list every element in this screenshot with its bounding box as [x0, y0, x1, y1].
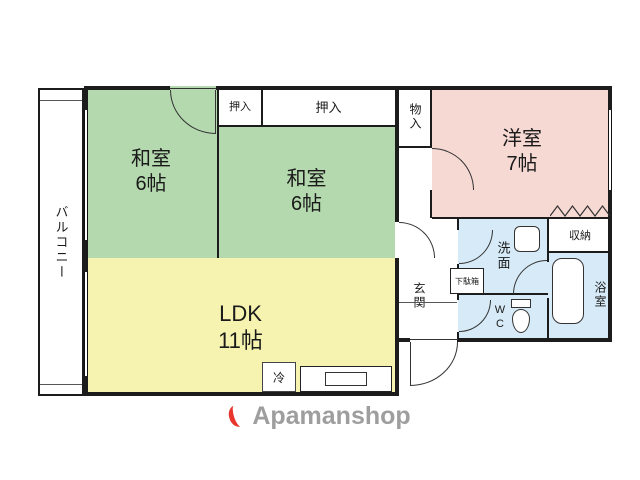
door-threshold-line [410, 339, 458, 340]
wall-segment [458, 293, 548, 295]
wall-segment [84, 86, 88, 110]
room-yoshitsu: 洋室 7帖 [432, 86, 612, 218]
brand-logo: Apamanshop [200, 397, 440, 435]
closet-oshiire-2: 押入 [262, 86, 395, 126]
wall-segment [608, 190, 612, 342]
toilet-icon [510, 299, 532, 335]
oshiire-1-label: 押入 [229, 101, 251, 113]
yokushitsu-label: 浴室 [593, 281, 607, 309]
wall-segment [547, 298, 549, 342]
washitsu-2-name-label: 和室 [286, 168, 327, 190]
wall-segment [395, 86, 399, 222]
wall-segment [217, 86, 219, 258]
bathtub-icon [552, 258, 584, 324]
washitsu-2-size-label: 6帖 [290, 193, 323, 215]
window-icon [84, 110, 88, 240]
wall-segment [399, 146, 432, 148]
ldk-name-label: LDK [219, 300, 262, 326]
wall-segment [218, 125, 397, 127]
wc-label: WC [494, 304, 506, 332]
senmen-label: 洗面 [495, 241, 511, 271]
wall-segment [395, 258, 399, 396]
kitchen-sink-icon [325, 372, 367, 386]
wall-segment [84, 376, 88, 396]
wall-segment [216, 86, 612, 90]
brand-swoosh-icon [226, 402, 250, 430]
door-arc-icon [410, 342, 458, 386]
window-icon [84, 272, 88, 376]
balcony-label: バルコニー [53, 204, 69, 280]
getabako-label: 下駄箱 [455, 276, 479, 286]
washitsu-1-size-label: 6帖 [135, 173, 167, 195]
genkan-step-line [399, 302, 457, 303]
wall-segment [261, 86, 263, 126]
balcony-divider-line [40, 100, 82, 101]
monoire-label: 物入 [408, 103, 422, 131]
wall-segment [84, 86, 170, 90]
wall-segment [548, 251, 612, 253]
wall-segment [397, 338, 410, 342]
fridge-space: 冷 [262, 362, 296, 392]
yoshitsu-size-label: 7帖 [506, 153, 538, 175]
washitsu-1-name-label: 和室 [131, 148, 171, 170]
wall-segment [547, 218, 549, 262]
wall-segment [430, 190, 432, 218]
balcony: バルコニー [38, 88, 84, 396]
folding-door-icon [549, 204, 611, 217]
wall-segment [457, 332, 459, 342]
room-yokushitsu: 浴室 [548, 252, 612, 338]
oshiire-2-label: 押入 [315, 99, 342, 115]
shoe-cabinet: 下駄箱 [450, 268, 484, 294]
brand-logo-text: Apamanshop [252, 401, 411, 430]
closet-shunou: 収納 [548, 218, 612, 252]
ldk-size-label: 11帖 [218, 328, 263, 353]
closet-oshiire-1: 押入 [218, 86, 262, 126]
closet-monoire: 物入 [399, 86, 432, 148]
genkan-label: 玄関 [412, 282, 426, 310]
door-threshold-line [170, 88, 216, 89]
wall-segment [458, 338, 612, 342]
wall-segment [608, 86, 612, 110]
wall-segment [432, 217, 612, 219]
shunou-label: 収納 [569, 230, 591, 242]
room-washitsu-2: 和室 6帖 [218, 126, 395, 258]
balcony-divider-line [40, 384, 82, 385]
wall-segment [457, 218, 459, 230]
washbasin-icon [514, 226, 540, 252]
kitchen-counter [300, 366, 392, 392]
fridge-label: 冷 [272, 370, 285, 385]
hallway-upper [399, 148, 432, 218]
yoshitsu-name-label: 洋室 [502, 128, 542, 150]
window-icon [608, 110, 612, 190]
wall-segment [84, 240, 88, 272]
wall-segment [430, 86, 432, 148]
wall-segment [84, 392, 399, 396]
